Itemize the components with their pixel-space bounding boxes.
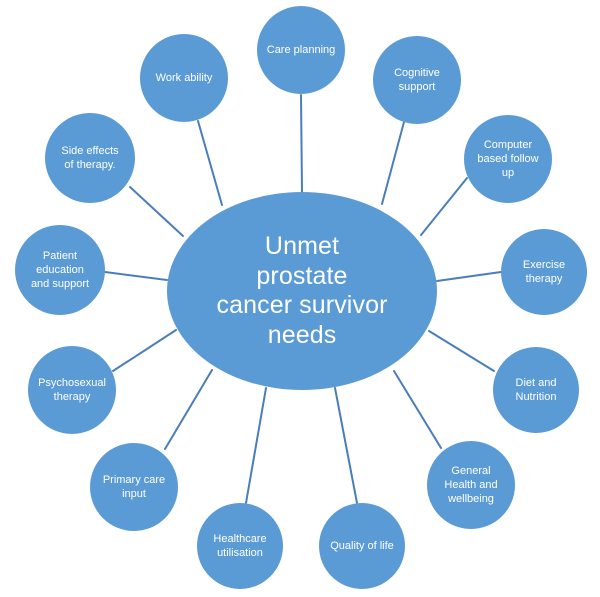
node-primary-care-input[interactable]: Primary care input (90, 443, 178, 531)
connector-quality-of-life (334, 387, 358, 504)
hub-label: Unmet prostate cancer survivor needs (216, 232, 388, 349)
node-patient-education-and-support[interactable]: Patient education and support (15, 225, 105, 315)
connector-care-planning (300, 94, 303, 193)
connector-work-ability (197, 120, 223, 206)
node-label-computer-based-follow-up: Computer based follow up (477, 138, 539, 180)
node-quality-of-life[interactable]: Quality of life (319, 503, 405, 589)
node-side-effects-of-therapy[interactable]: Side effects of therapy. (45, 113, 135, 203)
connector-general-health-and-wellbeing (393, 370, 442, 449)
connector-patient-education-and-support (104, 271, 168, 281)
node-label-patient-education-and-support: Patient education and support (30, 249, 90, 291)
node-exercise-therapy[interactable]: Exercise therapy (501, 229, 587, 315)
node-label-psychosexual-therapy: Psychosexual therapy (38, 376, 106, 403)
node-label-work-ability: Work ability (155, 71, 213, 84)
connector-side-effects-of-therapy (129, 186, 184, 237)
node-label-side-effects-of-therapy: Side effects of therapy. (61, 144, 119, 171)
node-general-health-and-wellbeing[interactable]: General Health and wellbeing (427, 441, 515, 529)
connector-exercise-therapy (436, 271, 502, 282)
node-computer-based-follow-up[interactable]: Computer based follow up (464, 115, 552, 203)
node-work-ability[interactable]: Work ability (140, 34, 228, 122)
node-diet-and-nutrition[interactable]: Diet and Nutrition (493, 347, 579, 433)
connector-cognitive-support (381, 121, 405, 205)
connector-primary-care-input (164, 369, 213, 450)
connector-diet-and-nutrition (428, 330, 495, 372)
node-label-diet-and-nutrition: Diet and Nutrition (515, 376, 557, 403)
node-cognitive-support[interactable]: Cognitive support (373, 36, 461, 124)
node-label-care-planning: Care planning (266, 43, 336, 56)
node-label-primary-care-input: Primary care input (102, 473, 166, 500)
node-care-planning[interactable]: Care planning (257, 6, 345, 94)
connector-psychosexual-therapy (112, 329, 177, 372)
node-label-cognitive-support: Cognitive support (394, 66, 440, 93)
node-label-quality-of-life: Quality of life (330, 539, 394, 552)
node-label-general-health-and-wellbeing: General Health and wellbeing (444, 464, 498, 506)
hub-node[interactable]: Unmet prostate cancer survivor needs (167, 192, 437, 390)
node-healthcare-utilisation[interactable]: Healthcare utilisation (197, 503, 283, 589)
node-label-healthcare-utilisation: Healthcare utilisation (213, 532, 267, 559)
node-label-exercise-therapy: Exercise therapy (522, 258, 566, 285)
connector-healthcare-utilisation (245, 387, 267, 504)
connector-computer-based-follow-up (420, 177, 468, 236)
node-psychosexual-therapy[interactable]: Psychosexual therapy (28, 346, 116, 434)
